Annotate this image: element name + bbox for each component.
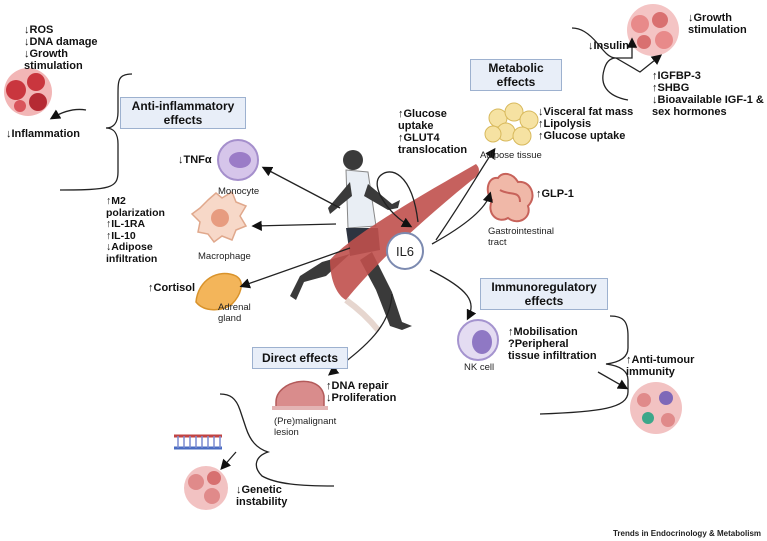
insulin-text: ↓Insulin (588, 40, 629, 52)
monocyte-icon (217, 139, 259, 181)
gi-label: Gastrointestinal tract (488, 226, 555, 248)
glp1-text: ↑GLP-1 (536, 188, 574, 200)
lesion-label: (Pre)malignant lesion (274, 416, 337, 438)
arrows (49, 37, 663, 470)
growth-stimulation-text: ↓Growth stimulation (688, 12, 747, 36)
dna-icon (174, 434, 222, 450)
nk-cell-icon (457, 319, 499, 361)
top-left-effects-text: ↓ROS ↓DNA damage ↓Growth stimulation (24, 24, 98, 72)
igf-effects-text: ↑IGFBP-3 ↑SHBG ↓Bioavailable IGF-1 & sex… (652, 70, 764, 118)
brace-top-right (571, 27, 629, 101)
tumour-cells-top-icon (627, 4, 679, 56)
tnfa-text: ↓TNFα (178, 154, 212, 166)
adrenal-label: Adrenal gland (218, 302, 251, 324)
macrophage-effects-text: ↑M2 polarization ↑IL-1RA ↑IL-10 ↓Adipose… (106, 195, 165, 265)
monocyte-label: Monocyte (218, 186, 260, 197)
tumour-cells-bottom-left-icon (184, 466, 228, 510)
brace-left-top (59, 73, 133, 191)
nk-effects-text: ↑Mobilisation ?Peripheral tissue infiltr… (508, 326, 597, 362)
brace-bottom-left (219, 393, 335, 487)
gi-tract-icon (486, 172, 534, 223)
anti-tumour-text: ↑Anti-tumour immunity (626, 354, 695, 378)
cortisol-text: ↑Cortisol (148, 282, 196, 294)
brace-right (539, 315, 629, 415)
damaged-cells-icon (4, 68, 52, 116)
inflammation-text: ↓Inflammation (6, 128, 80, 140)
nk-label: NK cell (464, 362, 495, 373)
macrophage-icon (190, 190, 248, 244)
glucose-text: ↑Glucose uptake ↑GLUT4 translocation (398, 108, 468, 156)
journal-credit: Trends in Endocrinology & Metabolism (612, 529, 761, 538)
adipose-label: Adipose tissue (480, 150, 542, 161)
immunoregulatory-box: Immunoregulatory effects (480, 278, 608, 310)
lesion-icon (272, 380, 328, 410)
genetic-instability-text: ↓Genetic instability (236, 484, 288, 508)
macrophage-label: Macrophage (198, 251, 251, 262)
anti-inflammatory-box: Anti-inflammatory effects (120, 97, 246, 129)
adipose-effects-text: ↓Visceral fat mass ↑Lipolysis ↑Glucose u… (538, 106, 634, 142)
il6-hub: IL6 (386, 232, 424, 270)
direct-effects-box: Direct effects (252, 347, 348, 369)
metabolic-box: Metabolic effects (470, 59, 562, 91)
adipose-tissue-icon (484, 102, 539, 146)
dna-repair-text: ↑DNA repair ↓Proliferation (326, 380, 397, 404)
tumour-immune-cells-icon (630, 382, 682, 434)
